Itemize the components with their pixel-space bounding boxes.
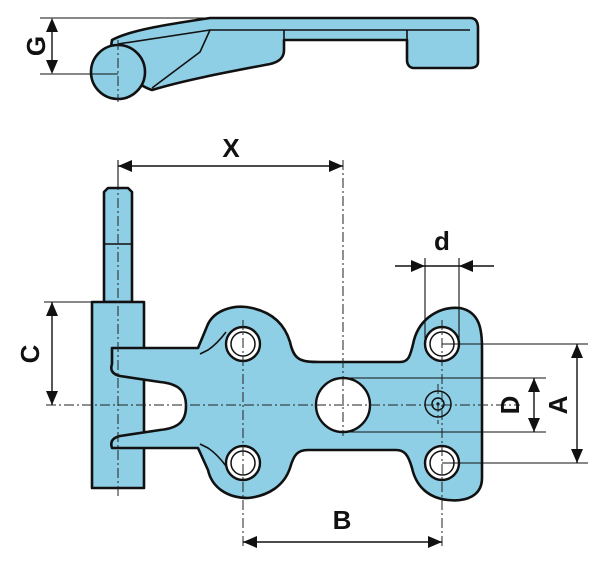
a-arrow-bottom [571, 449, 583, 463]
c-arrow-bottom [46, 391, 58, 405]
side-view-slot-edge [151, 29, 211, 89]
c-arrow-top [46, 302, 58, 316]
x-arrow-right [329, 160, 343, 172]
b-arrow-right [428, 536, 442, 548]
clamp-plate [109, 305, 484, 502]
g-label: G [21, 36, 51, 56]
big-d-arrow-bottom [528, 418, 540, 432]
d-arrow-right [459, 260, 473, 272]
side-view-plate [109, 16, 480, 92]
side-view-slot-edge-2 [283, 30, 408, 40]
b-arrow-left [243, 536, 257, 548]
d-small-label: d [434, 226, 450, 256]
d-arrow-left [411, 260, 425, 272]
b-label: B [333, 505, 352, 535]
g-arrow-top [46, 18, 58, 32]
x-arrow-left [118, 160, 132, 172]
g-arrow-bottom [46, 60, 58, 74]
side-view: G [21, 16, 480, 102]
a-arrow-top [571, 344, 583, 358]
big-d-label: D [495, 396, 525, 415]
c-label: C [15, 344, 45, 363]
x-label: X [222, 133, 240, 163]
plate-inner-edge [199, 331, 227, 467]
big-d-arrow-top [528, 378, 540, 392]
a-label: A [543, 395, 573, 414]
plan-view: X C d D A B [15, 133, 588, 548]
